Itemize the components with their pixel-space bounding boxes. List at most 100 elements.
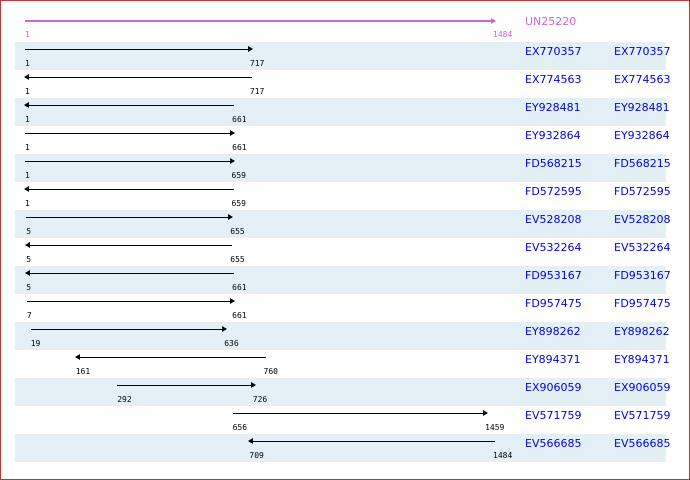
start-position: 656 bbox=[232, 423, 248, 432]
hit-accession-link[interactable]: EV566685 bbox=[614, 437, 671, 450]
arrow-right-icon bbox=[228, 214, 234, 220]
hit-accession-link[interactable]: FD953167 bbox=[614, 269, 671, 282]
hit-id-link[interactable]: FD957475 bbox=[525, 297, 582, 310]
start-position: 1 bbox=[25, 30, 30, 39]
hit-id-link[interactable]: FD568215 bbox=[525, 157, 582, 170]
arrow-right-icon bbox=[230, 130, 236, 136]
hit-accession-link[interactable]: EX774563 bbox=[614, 73, 671, 86]
end-position: 1484 bbox=[493, 451, 513, 460]
end-position: 636 bbox=[224, 339, 239, 348]
hit-id-link[interactable]: FD953167 bbox=[525, 269, 582, 282]
start-position: 1 bbox=[25, 199, 30, 208]
alignment-arrow bbox=[25, 242, 233, 248]
end-position: 661 bbox=[232, 115, 247, 124]
end-position: 659 bbox=[231, 171, 246, 180]
hit-id-link[interactable]: EY928481 bbox=[525, 101, 581, 114]
arrow-left-icon bbox=[25, 270, 31, 276]
end-position: 717 bbox=[249, 87, 265, 96]
end-position: 717 bbox=[249, 59, 265, 68]
alignment-arrow bbox=[24, 186, 234, 192]
start-position: 292 bbox=[117, 395, 132, 404]
hit-accession-link[interactable]: EY932864 bbox=[614, 129, 670, 142]
hit-id-link[interactable]: EV532264 bbox=[525, 241, 582, 254]
end-position: 661 bbox=[232, 311, 247, 320]
start-position: 1 bbox=[25, 171, 30, 180]
start-position: 5 bbox=[26, 283, 32, 292]
table-row bbox=[15, 154, 666, 182]
table-row bbox=[15, 266, 666, 294]
alignment-arrow bbox=[24, 102, 235, 108]
start-position: 1 bbox=[25, 115, 30, 124]
start-position: 1 bbox=[25, 59, 30, 68]
end-position: 1484 bbox=[493, 30, 513, 39]
alignment-arrow bbox=[25, 130, 236, 136]
hit-id-link[interactable]: EX906059 bbox=[525, 381, 582, 394]
hit-accession-link[interactable]: EV571759 bbox=[614, 409, 671, 422]
alignment-arrow bbox=[24, 74, 252, 80]
alignment-arrow bbox=[117, 382, 256, 388]
end-position: 659 bbox=[231, 199, 246, 208]
alignment-arrow bbox=[248, 438, 495, 444]
alignment-arrow bbox=[26, 298, 236, 304]
table-row bbox=[15, 210, 666, 238]
hit-id-link[interactable]: EV528208 bbox=[525, 213, 582, 226]
arrow-right-icon bbox=[222, 326, 228, 332]
start-position: 1 bbox=[25, 87, 30, 96]
arrow-right-icon bbox=[483, 410, 489, 416]
hit-id-link[interactable]: EY894371 bbox=[525, 353, 581, 366]
arrow-left-icon bbox=[248, 438, 254, 444]
arrow-right-icon bbox=[247, 46, 253, 52]
table-row bbox=[15, 378, 666, 406]
hit-accession-link[interactable]: EX906059 bbox=[614, 381, 671, 394]
start-position: 709 bbox=[249, 451, 264, 460]
arrow-left-icon bbox=[24, 186, 29, 192]
end-position: 726 bbox=[252, 395, 268, 404]
end-position: 661 bbox=[232, 143, 247, 152]
hit-id-link[interactable]: EX770357 bbox=[525, 45, 582, 58]
alignment-arrow bbox=[30, 326, 228, 332]
start-position: 5 bbox=[26, 255, 32, 264]
alignment-arrow bbox=[25, 270, 235, 276]
arrow-left-icon bbox=[74, 354, 80, 360]
arrow-left-icon bbox=[25, 242, 31, 248]
end-position: 760 bbox=[263, 367, 278, 376]
hit-id-link[interactable]: FD572595 bbox=[525, 185, 582, 198]
alignment-arrow bbox=[25, 158, 235, 164]
arrow-right-icon bbox=[229, 158, 235, 164]
hit-id-link[interactable]: EV571759 bbox=[525, 409, 582, 422]
hit-accession-link[interactable]: FD572595 bbox=[614, 185, 671, 198]
hit-id-link[interactable]: EY898262 bbox=[525, 325, 581, 338]
alignment-arrow bbox=[74, 354, 266, 360]
alignment-arrow bbox=[25, 18, 496, 24]
hit-id-link[interactable]: EX774563 bbox=[525, 73, 582, 86]
arrow-right-icon bbox=[250, 382, 256, 388]
table-row bbox=[15, 434, 666, 462]
alignment-arrow bbox=[25, 46, 253, 52]
hit-accession-link[interactable]: EY894371 bbox=[614, 353, 670, 366]
hit-accession-link[interactable]: FD568215 bbox=[614, 157, 671, 170]
table-row bbox=[15, 322, 666, 350]
end-position: 655 bbox=[230, 227, 245, 236]
arrow-left-icon bbox=[24, 74, 29, 80]
start-position: 19 bbox=[30, 339, 41, 348]
hit-id-link[interactable]: EY932864 bbox=[525, 129, 581, 142]
table-row bbox=[15, 42, 666, 70]
hit-accession-link[interactable]: EY928481 bbox=[614, 101, 670, 114]
hit-id-link[interactable]: EV566685 bbox=[525, 437, 582, 450]
hit-accession-link[interactable]: EY898262 bbox=[614, 325, 670, 338]
end-position: 661 bbox=[232, 283, 247, 292]
alignment-arrow bbox=[232, 410, 489, 416]
query-id-label: UN25220 bbox=[525, 15, 577, 28]
arrow-right-icon bbox=[230, 298, 236, 304]
start-position: 7 bbox=[26, 311, 32, 320]
alignment-arrow bbox=[26, 214, 234, 220]
arrow-right-icon bbox=[491, 18, 496, 24]
hit-accession-link[interactable]: EV528208 bbox=[614, 213, 671, 226]
hit-accession-link[interactable]: FD957475 bbox=[614, 297, 671, 310]
start-position: 5 bbox=[26, 227, 32, 236]
hit-accession-link[interactable]: EV532264 bbox=[614, 241, 671, 254]
hit-accession-link[interactable]: EX770357 bbox=[614, 45, 671, 58]
start-position: 161 bbox=[75, 367, 91, 376]
end-position: 655 bbox=[230, 255, 245, 264]
end-position: 1459 bbox=[485, 423, 505, 432]
